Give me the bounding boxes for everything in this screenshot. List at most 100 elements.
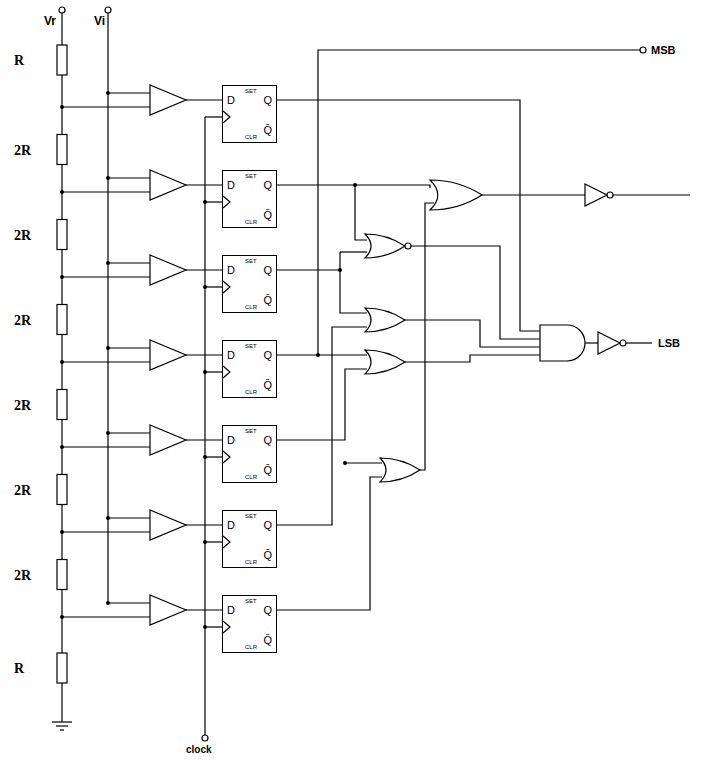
- wire: [277, 477, 382, 610]
- junction-dot: [106, 261, 110, 265]
- resistor-symbol: [57, 390, 67, 420]
- pin-label: Q̄: [263, 295, 272, 306]
- resistor-value: R: [14, 661, 24, 677]
- junction-dot: [106, 176, 110, 180]
- pin-label: Q: [263, 520, 272, 531]
- wire: [186, 609, 222, 610]
- wire: [62, 531, 150, 532]
- comparator-symbol: [150, 255, 186, 285]
- clock-bus: [204, 117, 205, 735]
- junction-dot: [106, 431, 110, 435]
- pin-label: CLR: [245, 644, 257, 650]
- wire: [482, 194, 585, 195]
- resistor-symbol: [57, 475, 67, 505]
- pin-label: Q̄: [263, 635, 272, 646]
- junction-dot: [60, 530, 64, 534]
- terminal: [59, 7, 65, 13]
- wire: [186, 269, 222, 270]
- wire: [205, 456, 222, 457]
- pin-label: Q̄: [263, 210, 272, 221]
- wire: [205, 371, 222, 372]
- pin-label: D: [227, 180, 235, 191]
- pin-label: Q: [263, 180, 272, 191]
- or-gate: [380, 458, 420, 482]
- terminal-label: Vi: [94, 14, 105, 28]
- pin-label: D: [227, 605, 235, 616]
- clock-input-mark: [223, 536, 230, 548]
- pin-label: CLR: [245, 474, 257, 480]
- wire: [340, 252, 367, 313]
- wire: [62, 106, 150, 107]
- resistor-value: 2R: [14, 483, 31, 499]
- junction-dot: [60, 105, 64, 109]
- junction-dot: [203, 370, 207, 374]
- junction-dot: [338, 268, 342, 272]
- resistor-symbol: [57, 135, 67, 165]
- pin-label: SET: [245, 513, 257, 519]
- or-gate: [365, 350, 405, 374]
- comparator-symbol: [150, 595, 186, 625]
- vi-bus: [107, 13, 108, 603]
- resistor-symbol: [57, 220, 67, 250]
- ground-symbol: [56, 725, 68, 726]
- wire: [277, 327, 367, 525]
- flip-flop-box: DQSETCLRQ̄: [222, 255, 277, 313]
- wire: [205, 541, 222, 542]
- pin-label: Q: [263, 435, 272, 446]
- pin-label: CLR: [245, 559, 257, 565]
- pin-label: Q̄: [263, 125, 272, 136]
- junction-dot: [203, 540, 207, 544]
- wire: [62, 616, 150, 617]
- clock-input-mark: [223, 196, 230, 208]
- junction-dot: [106, 601, 110, 605]
- pin-label: SET: [245, 428, 257, 434]
- output-label: MSB: [651, 44, 675, 56]
- junction-dot: [60, 275, 64, 279]
- resistor-value: 2R: [14, 143, 31, 159]
- resistor-value: 2R: [14, 398, 31, 414]
- junction-dot: [60, 190, 64, 194]
- clock-input-mark: [223, 366, 230, 378]
- pin-label: D: [227, 265, 235, 276]
- wire: [186, 439, 222, 440]
- junction-dot: [60, 615, 64, 619]
- pin-label: SET: [245, 343, 257, 349]
- junction-dot: [203, 285, 207, 289]
- wire: [345, 462, 382, 463]
- inversion-bubble: [607, 192, 613, 198]
- flip-flop-box: DQSETCLRQ̄: [222, 170, 277, 228]
- or-gate: [430, 180, 482, 210]
- resistor-value: 2R: [14, 568, 31, 584]
- terminal: [640, 47, 646, 53]
- pin-label: CLR: [245, 304, 257, 310]
- wire: [108, 517, 150, 518]
- pin-label: Q: [263, 265, 272, 276]
- wire: [108, 432, 150, 433]
- resistor-value: R: [14, 53, 24, 69]
- wire: [108, 347, 150, 348]
- wire: [277, 269, 340, 270]
- pin-label: Q̄: [263, 550, 272, 561]
- clock-input-mark: [223, 621, 230, 633]
- wire: [186, 184, 222, 185]
- resistor-symbol: [57, 653, 67, 683]
- junction-dot: [106, 346, 110, 350]
- wire: [108, 177, 150, 178]
- inversion-bubble: [405, 243, 411, 249]
- wire: [626, 342, 652, 343]
- pin-label: D: [227, 95, 235, 106]
- wire: [62, 446, 150, 447]
- clock-input-mark: [223, 451, 230, 463]
- wire: [62, 276, 150, 277]
- pin-label: D: [227, 520, 235, 531]
- junction-dot: [106, 91, 110, 95]
- junction-dot: [353, 183, 357, 187]
- wire: [108, 92, 150, 93]
- ground-symbol: [52, 721, 72, 722]
- pin-label: Q: [263, 95, 272, 106]
- terminal-label: Vr: [44, 14, 56, 28]
- comparator-symbol: [150, 85, 186, 115]
